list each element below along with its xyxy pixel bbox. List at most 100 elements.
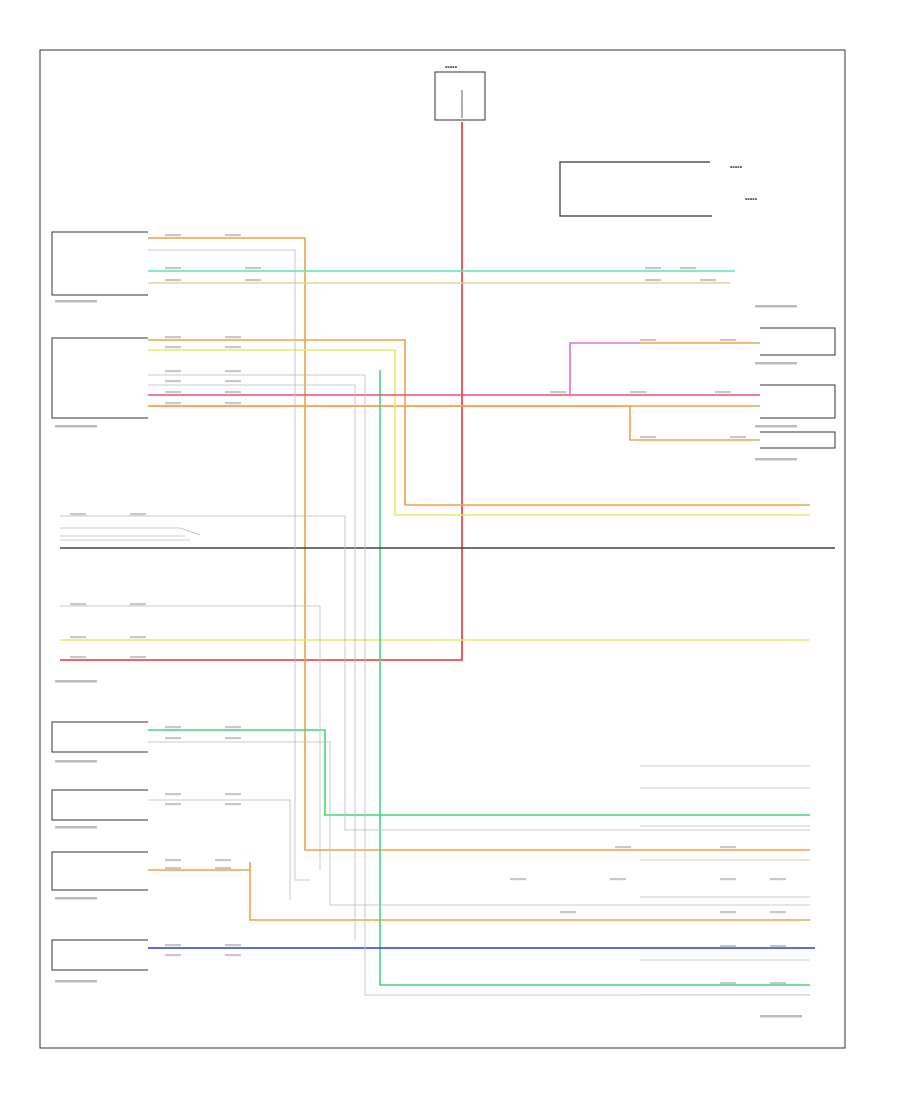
wire-label-mark-47 <box>215 859 231 862</box>
wire-label-mark-39 <box>225 726 241 729</box>
svg-text:▪▪▪▪▪: ▪▪▪▪▪ <box>730 165 743 169</box>
wire-green-2 <box>379 370 810 986</box>
wire-label-mark-18 <box>225 380 241 383</box>
component-label-mark-11 <box>755 458 797 461</box>
wire-label-mark-17 <box>165 380 181 383</box>
wire-gray-3 <box>148 384 356 940</box>
steering-switch-box: ▪▪▪▪▪ ▪▪▪▪▪ <box>559 161 758 217</box>
wire-label-mark-60 <box>560 911 576 914</box>
component-label-mark-4 <box>55 760 97 763</box>
wire-gray-8 <box>60 527 201 536</box>
wire-label-mark-25 <box>715 391 731 394</box>
wire-green-1 <box>148 729 810 816</box>
svg-text:▪▪▪▪▪: ▪▪▪▪▪ <box>745 197 758 201</box>
wire-label-mark-49 <box>215 867 231 870</box>
wire-label-mark-41 <box>225 737 241 740</box>
wire-label-mark-24 <box>630 391 646 394</box>
wire-label-mark-58 <box>720 878 736 881</box>
wire-label-mark-22 <box>225 402 241 405</box>
wire-label-mark-28 <box>640 436 656 439</box>
wire-label-mark-59 <box>770 878 786 881</box>
wire-label-mark-7 <box>165 279 181 282</box>
svg-text:▪▪▪▪▪: ▪▪▪▪▪ <box>445 65 458 69</box>
wire-label-mark-53 <box>225 954 241 957</box>
wire-label-mark-11 <box>165 336 181 339</box>
component-label-mark-7 <box>55 980 97 983</box>
module-box-3 <box>51 721 148 753</box>
wire-label-mark-6 <box>680 267 696 270</box>
wire-label-mark-54 <box>615 846 631 849</box>
wire-label-mark-20 <box>225 391 241 394</box>
diagram-frame <box>39 49 846 1049</box>
wire-label-mark-65 <box>720 982 736 985</box>
wire-label-mark-29 <box>730 436 746 439</box>
component-label-mark-8 <box>755 305 797 308</box>
wire-label-mark-50 <box>165 944 181 947</box>
module-box-1 <box>51 231 148 296</box>
module-box-2 <box>51 337 148 419</box>
component-label-mark-10 <box>755 425 797 428</box>
wire-label-mark-19 <box>165 391 181 394</box>
label-layer <box>55 234 802 1018</box>
wire-label-mark-40 <box>165 737 181 740</box>
wire-yellow-1 <box>148 349 810 516</box>
wire-gray-7 <box>148 741 810 906</box>
wire-label-mark-8 <box>245 279 261 282</box>
component-label-mark-3 <box>55 680 97 683</box>
component-label-mark-12 <box>760 1015 802 1018</box>
module-box-6 <box>51 939 148 971</box>
wire-label-mark-5 <box>645 267 661 270</box>
wire-label-mark-1 <box>165 234 181 237</box>
component-label-mark-2 <box>55 425 97 428</box>
wire-label-mark-35 <box>130 636 146 639</box>
component-label-mark-9 <box>755 362 797 365</box>
wire-red <box>60 122 463 661</box>
wire-label-mark-2 <box>225 234 241 237</box>
wire-label-mark-9 <box>645 279 661 282</box>
module-box-5 <box>51 851 148 891</box>
wire-label-mark-34 <box>70 636 86 639</box>
wire-label-mark-14 <box>225 346 241 349</box>
wire-label-mark-38 <box>165 726 181 729</box>
wire-label-mark-57 <box>610 878 626 881</box>
wire-label-mark-62 <box>770 911 786 914</box>
wire-label-mark-45 <box>225 803 241 806</box>
wire-label-mark-44 <box>165 803 181 806</box>
wire-label-mark-46 <box>165 859 181 862</box>
fuse-block: ▪▪▪▪▪ <box>434 65 486 121</box>
wire-label-mark-23 <box>550 391 566 394</box>
wire-gray-6 <box>148 799 291 900</box>
wire-label-mark-55 <box>720 846 736 849</box>
wire-label-mark-31 <box>130 513 146 516</box>
wire-orange-top <box>148 237 810 851</box>
wire-label-mark-27 <box>720 339 736 342</box>
wire-layer <box>60 122 835 996</box>
wire-label-mark-64 <box>770 945 786 948</box>
wire-label-mark-42 <box>165 793 181 796</box>
wire-label-mark-52 <box>165 954 181 957</box>
wire-gray-5 <box>60 605 321 870</box>
wire-label-mark-37 <box>130 656 146 659</box>
right-component-boxes <box>760 327 836 449</box>
module-box-4 <box>51 789 148 821</box>
wire-label-mark-16 <box>225 370 241 373</box>
wire-gray-1 <box>148 249 310 881</box>
wire-label-mark-43 <box>225 793 241 796</box>
wire-label-mark-15 <box>165 370 181 373</box>
wire-orange-2 <box>148 339 810 506</box>
wire-label-mark-61 <box>720 911 736 914</box>
component-label-mark-5 <box>55 826 97 829</box>
wire-gray-4 <box>60 515 810 831</box>
wire-magenta <box>569 342 640 395</box>
wire-label-mark-63 <box>720 945 736 948</box>
wire-label-mark-66 <box>770 982 786 985</box>
wire-orange-3 <box>148 405 760 441</box>
wire-label-mark-13 <box>165 346 181 349</box>
wire-label-mark-26 <box>640 339 656 342</box>
wire-label-mark-51 <box>225 944 241 947</box>
wire-label-mark-56 <box>510 878 526 881</box>
wire-label-mark-32 <box>70 603 86 606</box>
wire-label-mark-36 <box>70 656 86 659</box>
wire-label-mark-21 <box>165 402 181 405</box>
